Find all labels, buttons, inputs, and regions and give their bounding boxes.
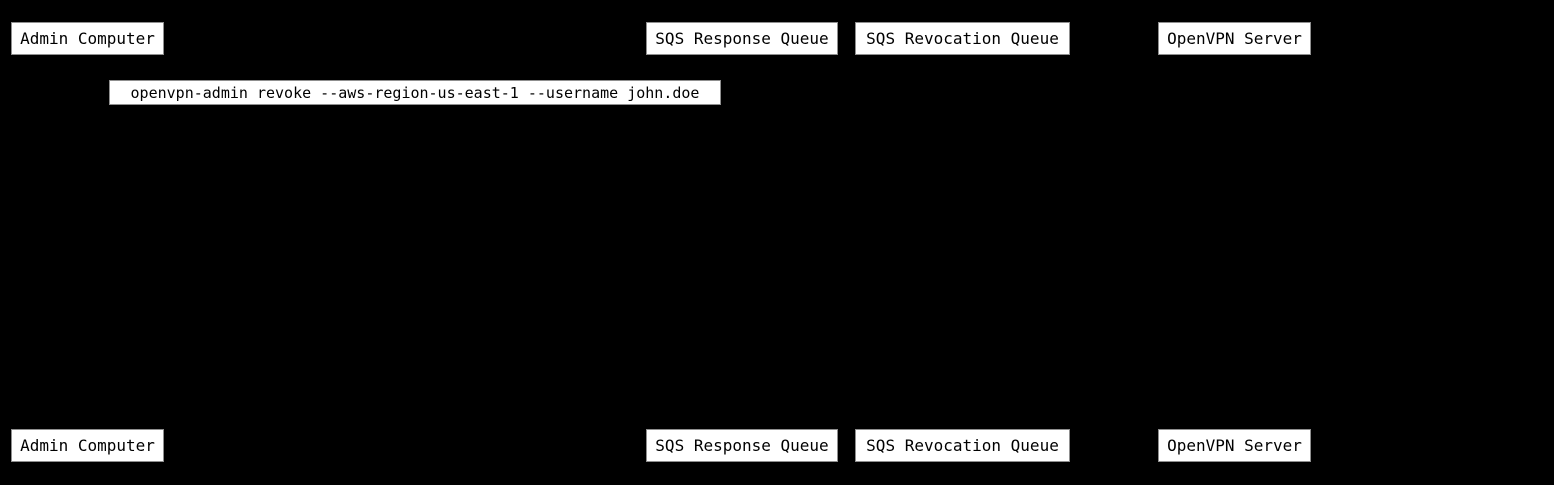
actor-top-sqs-revocation-queue: SQS Revocation Queue: [855, 22, 1070, 55]
actor-bottom-sqs-revocation-queue: SQS Revocation Queue: [855, 429, 1070, 462]
message-revoke-command-label: openvpn-admin revoke --aws-region-us-eas…: [109, 80, 721, 105]
actor-top-sqs-response-queue: SQS Response Queue: [646, 22, 838, 55]
actor-top-openvpn-server: OpenVPN Server: [1158, 22, 1311, 55]
actor-top-admin-computer: Admin Computer: [11, 22, 164, 55]
actor-bottom-openvpn-server: OpenVPN Server: [1158, 429, 1311, 462]
actor-bottom-sqs-response-queue: SQS Response Queue: [646, 429, 838, 462]
actor-bottom-admin-computer: Admin Computer: [11, 429, 164, 462]
